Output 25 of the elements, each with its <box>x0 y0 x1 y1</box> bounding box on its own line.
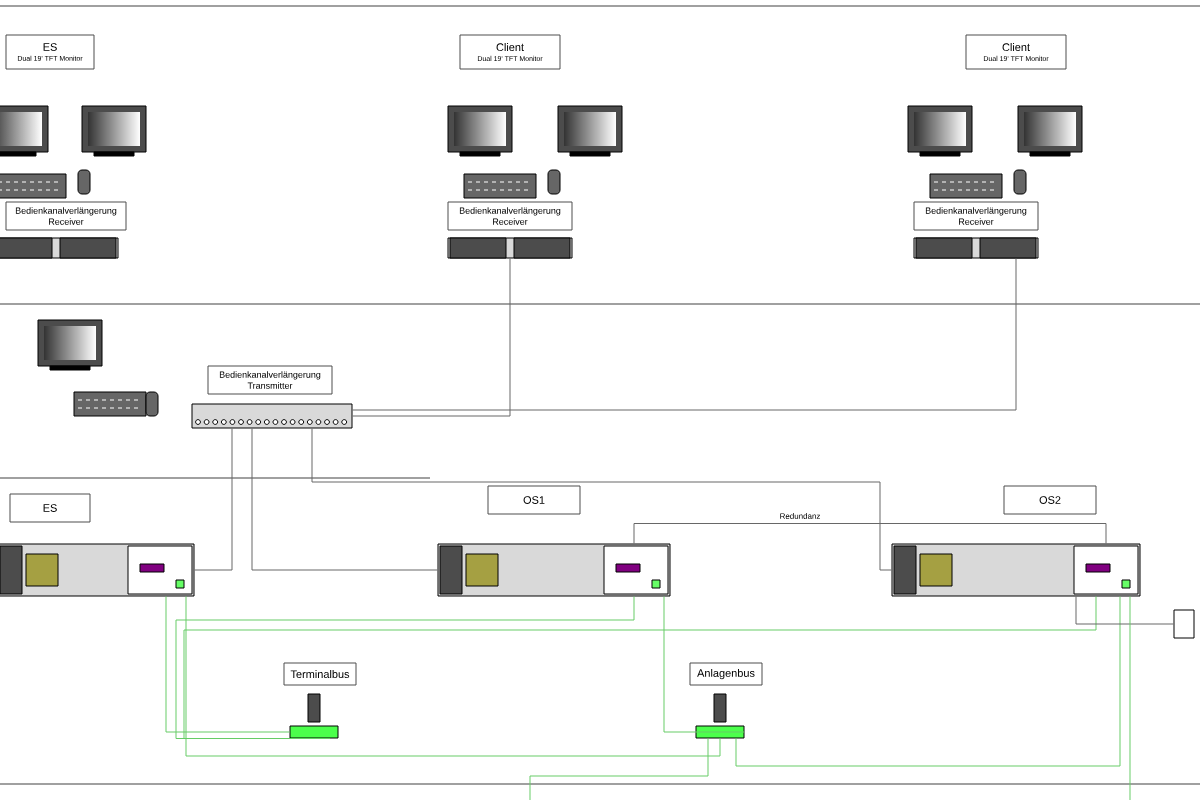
cable <box>183 596 1097 739</box>
switch-drawing <box>289 693 339 739</box>
cable <box>165 596 290 733</box>
device-drawing <box>1173 609 1195 639</box>
cable <box>185 596 721 757</box>
cable <box>175 596 635 739</box>
cable <box>251 428 438 571</box>
cable <box>663 596 745 733</box>
receiver-drawing <box>0 237 119 259</box>
pc-drawing <box>891 543 1141 597</box>
receiver-drawing <box>447 237 573 259</box>
cable <box>352 258 511 417</box>
receiver-drawing <box>913 237 1039 259</box>
pc-drawing <box>0 543 195 597</box>
cable <box>194 428 233 571</box>
transmitter-drawing <box>191 403 353 429</box>
cable <box>352 258 1017 411</box>
cable <box>1129 596 1131 800</box>
cable <box>633 523 1107 544</box>
cable <box>529 738 709 800</box>
switch-drawing <box>695 693 745 739</box>
cable <box>735 596 1121 767</box>
cable <box>1075 596 1174 625</box>
pc-drawing <box>437 543 671 597</box>
cable <box>311 428 892 571</box>
